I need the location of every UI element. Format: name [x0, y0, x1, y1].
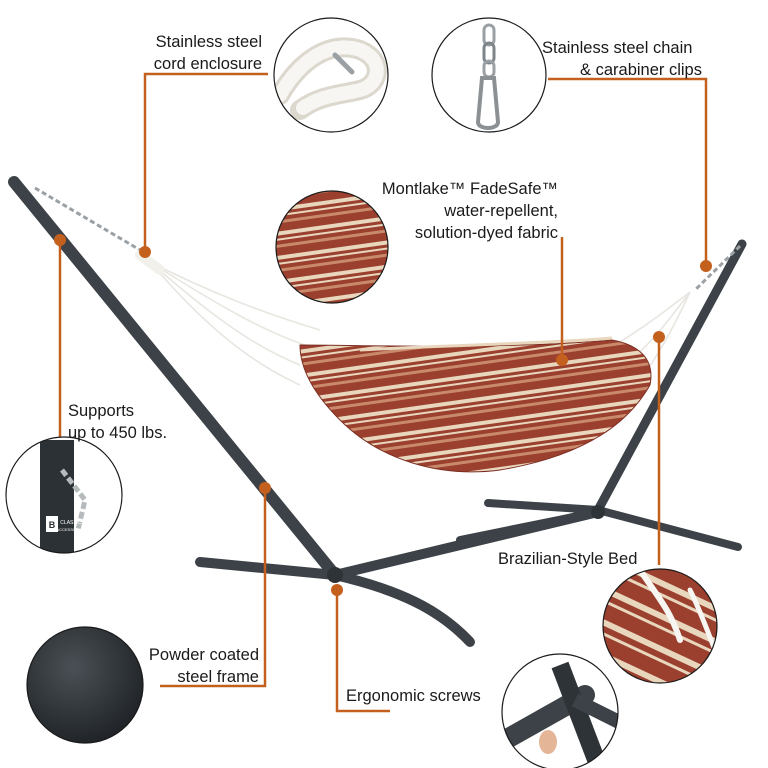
bed-callout-line-1: Brazilian-Style Bed — [498, 550, 638, 568]
frame-callout: Powder coated steel frame — [135, 644, 259, 688]
near-joint — [327, 567, 343, 583]
screws-detail — [501, 653, 619, 768]
chain-callout-line-1: Stainless steel chain — [542, 39, 693, 57]
chain-callout: Stainless steel chain & carabiner clips — [542, 37, 702, 81]
stand-frame — [8, 176, 747, 647]
cord-detail — [273, 17, 389, 133]
callout-lines — [58, 72, 708, 713]
badge-line-2: ACCESSORIES — [57, 527, 86, 532]
right-chain — [693, 244, 742, 292]
chain-detail — [431, 17, 547, 133]
screws-callout-line-1: Ergonomic screws — [346, 687, 481, 705]
supports-callout-line-1: Supports — [68, 402, 135, 420]
fabric-callout: Montlake™ FadeSafe™ water-repellent, sol… — [380, 178, 558, 244]
fabric-callout-line-1: Montlake™ FadeSafe™ — [381, 180, 558, 198]
cord-callout-line-2: cord enclosure — [153, 55, 262, 73]
fabric-callout-line-2: water-repellent, — [444, 202, 558, 220]
fabric-callout-line-3: solution-dyed fabric — [414, 224, 558, 242]
supports-detail: B CLASSIC ACCESSORIES — [5, 436, 123, 554]
screws-callout: Ergonomic screws — [346, 685, 481, 707]
bed-callout: Brazilian-Style Bed — [498, 548, 637, 570]
frame-callout-line-1: Powder coated — [148, 646, 259, 664]
chain-callout-line-2: & carabiner clips — [580, 61, 702, 79]
fabric-detail — [275, 190, 389, 304]
frame-callout-line-2: steel frame — [177, 668, 259, 686]
left-chain — [34, 186, 141, 252]
hammock-edge — [359, 336, 613, 352]
cord-callout: Stainless steel cord enclosure — [120, 31, 262, 75]
supports-callout: Supports up to 450 lbs. — [68, 400, 167, 444]
frame-detail — [26, 626, 144, 744]
hammock-bed — [299, 339, 652, 473]
far-joint — [591, 505, 605, 519]
svg-text:B: B — [49, 520, 56, 530]
callout-dots — [54, 234, 712, 596]
supports-callout-line-2: up to 450 lbs. — [68, 424, 168, 442]
badge-line-1: CLASSIC — [60, 520, 82, 526]
bed-detail — [602, 568, 718, 684]
cord-callout-line-1: Stainless steel — [155, 33, 262, 51]
